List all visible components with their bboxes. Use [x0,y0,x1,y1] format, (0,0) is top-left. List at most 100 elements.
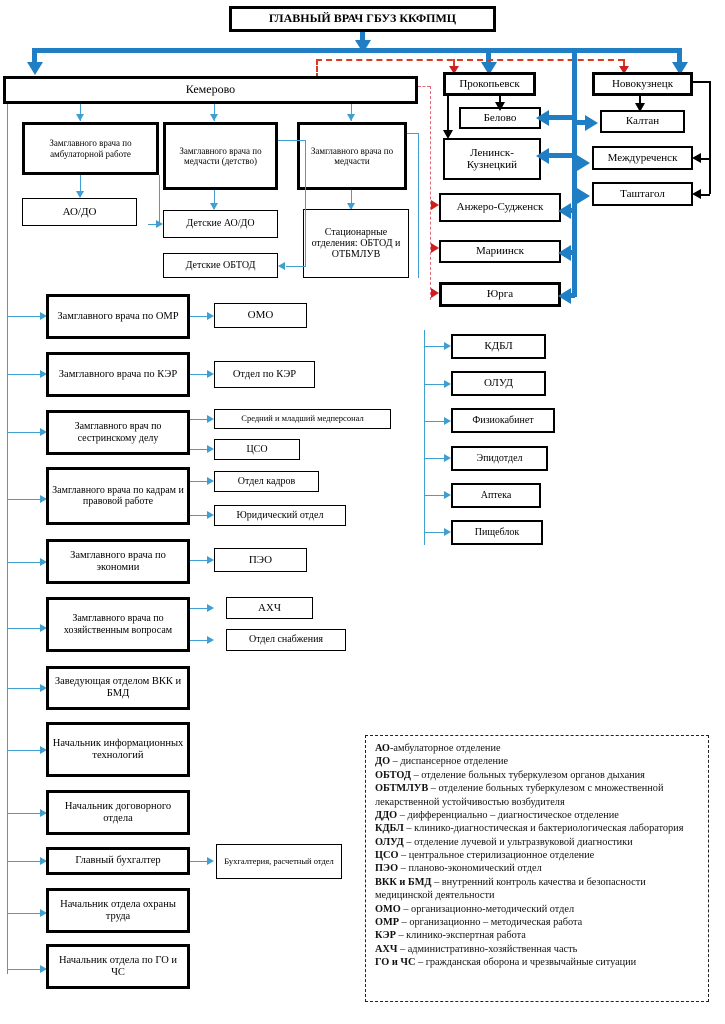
legend-sep: – [431,876,442,888]
node-yurga[interactable]: Юрга [439,282,561,307]
node-prokopyevsk[interactable]: Прокопьевск [443,72,536,96]
arrow-spine-mezh [577,155,590,171]
node-aodo[interactable]: АО/ДО [22,198,137,226]
node-tashtagol[interactable]: Таштагол [592,182,693,206]
node-head-vkk-bmd[interactable]: Заведующая отделом ВКК и БМД [46,666,190,710]
node-accounting-department[interactable]: Бухгалтерия, расчетный отдел [216,844,342,879]
node-head-civil-defense[interactable]: Начальник отдела по ГО и ЧС [46,944,190,989]
connector-med-to-stationary [351,190,352,209]
services-spine-vertical [424,330,425,545]
node-mariinsk[interactable]: Мариинск [439,240,561,263]
node-deputy-ambulatory[interactable]: Замглавного врача по амбулаторной работе [22,122,159,175]
legend-sep: – [398,850,409,861]
node-cso[interactable]: ЦСО [214,439,300,460]
legend-term: КЭР [375,930,396,942]
node-deputy-ker[interactable]: Замглавного врача по КЭР [46,352,190,397]
spine-h-leninsk [547,153,574,158]
legend-text: планово-экономический отдел [408,863,542,875]
arrow-physio [444,417,451,425]
node-kemerovo[interactable]: Кемерово [3,76,418,104]
legend-item: ОЛУД – отделение лучевой и ультразвуково… [375,836,701,849]
legend-text: клинико-диагностическая и бактериологиче… [414,823,684,835]
arrow-dashed-red-prokopyevsk [449,66,459,74]
arrow-head-labor [40,909,47,917]
node-otdel-kadrov[interactable]: Отдел кадров [214,471,319,492]
node-novokuznetsk[interactable]: Новокузнецк [592,72,693,96]
feed-dep-omr [7,316,43,317]
arrow-med-to-stationary [347,203,355,210]
arrow-head-civil-defense [40,965,47,973]
node-chief-doctor[interactable]: ГЛАВНЫЙ ВРАЧ ГБУЗ ККФПМЦ [229,6,496,32]
node-leninsk-kuznetsky[interactable]: Ленинск-Кузнецкий [443,138,541,180]
node-canteen[interactable]: Пищеблок [451,520,543,545]
dashed-red-vertical-prokopyevsk [453,59,455,67]
arrow-spine-kaltan [585,115,598,131]
node-epidemiology[interactable]: Эпидотдел [451,446,548,471]
arrow-bracket-mezh [692,153,701,163]
node-child-obtod[interactable]: Детские ОБТОД [163,253,278,278]
node-supply-department[interactable]: Отдел снабжения [226,629,346,651]
bus-main-horizontal [32,48,682,53]
node-peo[interactable]: ПЭО [214,548,307,572]
node-deputy-econ[interactable]: Замглавного врача по экономии [46,539,190,584]
legend-sep: – [428,783,439,795]
legend-sep: – [411,769,422,781]
node-chief-accountant[interactable]: Главный бухгалтер [46,847,190,875]
arrow-bus-kemerovo [27,62,43,75]
legend-term: ВКК и БМД [375,876,432,888]
node-head-it[interactable]: Начальник информационных технологий [46,722,190,777]
legend-sep: – [395,930,407,942]
legend-item: ОБТОД – отделение больных туберкулезом о… [375,769,701,782]
node-medical-staff[interactable]: Средний и младший медперсонал [214,409,391,429]
node-deputy-omr[interactable]: Замглавного врача по ОМР [46,294,190,339]
legend-term: ДО [375,756,391,768]
link-nursing-cso [190,449,210,450]
node-kdbl[interactable]: КДБЛ [451,334,546,359]
feed-head-vkk [7,688,43,689]
elbow-med-h [407,133,419,134]
legend-term: ПЭО [375,863,399,875]
node-physiotherapy[interactable]: Физиокабинет [451,408,555,433]
arrow-econ-supply [207,636,214,644]
node-deputy-hr[interactable]: Замглавного врача по кадрам и правовой р… [46,467,190,525]
arrow-epid [444,454,451,462]
arrow-hr-personnel [207,477,214,485]
legend-sep: – [399,916,410,928]
left-spine-vertical [7,104,8,974]
arrow-kemerovo-dep2 [210,114,218,121]
dashed-pink-vertical [430,86,431,300]
connector-kemerovo-dep2 [214,104,215,121]
node-stationary-departments[interactable]: Стационарные отделения: ОБТОД и ОТБМЛУВ [303,209,409,278]
node-deputy-medical[interactable]: Замглавного врача по медчасти [297,122,407,190]
legend-term: ОБТМЛУВ [375,783,429,795]
legend-item: ГО и ЧС – гражданская оборона и чрезвыча… [375,956,701,969]
legend-sep: – [403,823,415,835]
node-anzhero-sudzhensk[interactable]: Анжеро-Судженск [439,193,561,222]
legend-sep: – [390,756,401,768]
node-legal-department[interactable]: Юридический отдел [214,505,346,526]
node-otdel-ker[interactable]: Отдел по КЭР [214,361,315,388]
link-ker-otdel [190,374,210,375]
legend-term: ДДО [375,809,398,821]
arrow-spine-leninsk [536,148,549,164]
arrow-nursing-cso [207,445,214,453]
node-mezhdurechensk[interactable]: Междуреченск [592,146,693,170]
node-olud[interactable]: ОЛУД [451,371,546,396]
node-kaltan[interactable]: Калтан [600,110,685,133]
dashed-red-vertical-novokuznetsk [623,59,625,67]
node-pharmacy[interactable]: Аптека [451,483,541,508]
bus-drop-kemerovo [32,48,37,68]
node-deputy-pediatric[interactable]: Замглавного врача по медчасти (детство) [163,122,278,190]
node-ahch[interactable]: АХЧ [226,597,313,619]
arrow-dep-ker [40,370,47,378]
elbow-ped-v [305,140,306,266]
node-head-contract[interactable]: Начальник договорного отдела [46,790,190,835]
node-child-aodo[interactable]: Детские АО/ДО [163,210,278,238]
node-omo[interactable]: ОМО [214,303,307,328]
node-head-labor-safety[interactable]: Начальник отдела охраны труда [46,888,190,933]
node-deputy-nursing[interactable]: Замглавного врач по сестринскому делу [46,410,190,455]
node-deputy-economic[interactable]: Замглавного врача по хозяйственным вопро… [46,597,190,652]
legend-text: организационно-методический отдел [411,903,575,915]
legend-text: диспансерное отделение [400,756,509,768]
connector-ped-to-childaodo [214,190,215,209]
